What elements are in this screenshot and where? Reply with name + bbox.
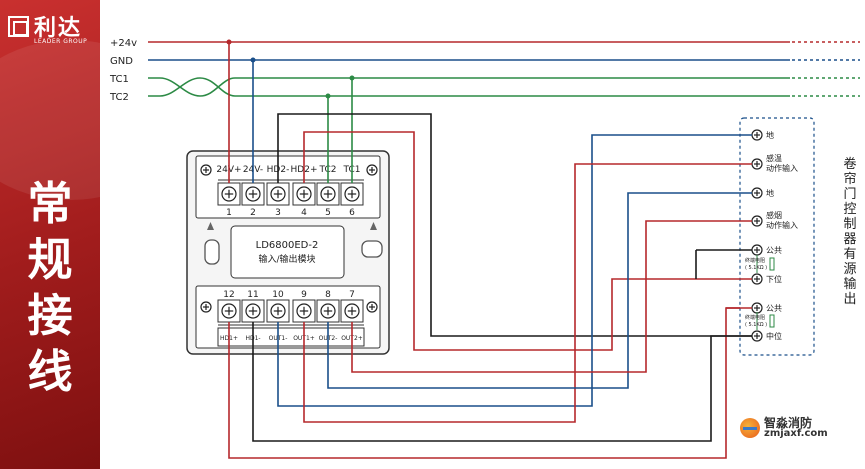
controller-title-char: 出 <box>843 292 856 307</box>
controller-title-char: 有 <box>843 247 856 262</box>
bottom-terminal-number: 7 <box>349 290 355 300</box>
resistor-1-label-1: 终端电阻 <box>745 257 765 264</box>
resistor-2-label-1: 终端电阻 <box>745 314 765 321</box>
controller-title-char: 制 <box>843 217 856 232</box>
resistor-1-icon <box>769 257 775 271</box>
controller-title-char: 器 <box>843 232 856 247</box>
resistor-2-icon <box>769 314 775 328</box>
page-title: 常规接线 <box>27 177 73 398</box>
bus-label-2: TC1 <box>109 74 129 85</box>
controller-terminal-label: 公共 <box>766 246 782 255</box>
bus-label-0: +24v <box>110 38 137 49</box>
bus-line-3 <box>148 77 790 97</box>
watermark-logo-icon <box>740 418 760 438</box>
controller-terminal-label: 地 <box>766 188 774 198</box>
controller-title-char: 门 <box>843 187 856 202</box>
sidebar-sheen <box>0 40 100 200</box>
controller-title-char: 源 <box>843 262 856 277</box>
right-led-icon <box>361 240 383 258</box>
top-terminal-number: 3 <box>275 208 281 218</box>
brand-logo-icon <box>8 16 29 37</box>
bottom-terminal-number: 11 <box>247 290 258 300</box>
controller-terminal-label: 地 <box>766 130 774 140</box>
module-model: LD6800ED-2 <box>256 240 319 251</box>
top-terminal-number: 1 <box>226 208 232 218</box>
controller-terminal-label: 中位 <box>766 331 782 341</box>
bottom-terminal-number: 12 <box>223 290 234 300</box>
wire-hd2-minus <box>277 113 752 337</box>
controller-terminal-label: 动作输入 <box>766 163 798 173</box>
brand-name: 利达 <box>34 15 83 41</box>
resistor-2-label-2: ( 5.1KΩ ) <box>745 322 767 328</box>
wire-hd1-minus <box>252 322 752 442</box>
wire-out2-minus <box>327 192 752 389</box>
controller-title-char: 控 <box>843 202 856 217</box>
wire-out2-plus <box>351 220 752 373</box>
brand-english: LEADER GROUP <box>34 38 88 45</box>
wire-out1-plus <box>303 163 752 423</box>
controller-terminal-label: 感烟 <box>766 210 782 220</box>
left-arrow-icon <box>207 222 214 230</box>
bus-line-2 <box>148 77 790 97</box>
controller-terminal-label: 公共 <box>766 304 782 313</box>
bottom-terminal-number: 9 <box>301 290 307 300</box>
bottom-terminal-number: 8 <box>325 290 331 300</box>
wire-out1-minus <box>277 134 752 407</box>
bus-label-1: GND <box>110 56 133 67</box>
controller-terminal-label: 动作输入 <box>766 220 798 230</box>
resistor-1-label-2: ( 5.1KΩ ) <box>745 265 767 271</box>
right-arrow-icon <box>370 222 377 230</box>
controller-box <box>739 117 815 356</box>
left-led-icon <box>204 239 220 265</box>
controller-terminal-label: 下位 <box>766 274 782 284</box>
top-terminal-number: 4 <box>301 208 307 218</box>
wire-hd2-plus <box>303 131 752 351</box>
top-terminal-number: 2 <box>250 208 256 218</box>
controller-terminal-label: 感温 <box>766 153 782 163</box>
module-name: 输入/输出模块 <box>258 253 315 265</box>
top-terminal-number: 5 <box>325 208 331 218</box>
bottom-terminal-number: 10 <box>272 290 284 300</box>
module-label-panel <box>230 225 345 279</box>
sidebar: 利达 LEADER GROUP 常规接线 <box>0 0 100 469</box>
controller-title-char: 帘 <box>843 171 856 187</box>
watermark-url: zmjaxf.com <box>764 428 828 439</box>
watermark-name: 智淼消防 <box>764 416 813 430</box>
bus-label-3: TC2 <box>109 92 129 103</box>
controller-title-char: 卷 <box>843 156 856 172</box>
controller-title-char: 输 <box>843 276 856 292</box>
top-terminal-number: 6 <box>349 208 355 218</box>
